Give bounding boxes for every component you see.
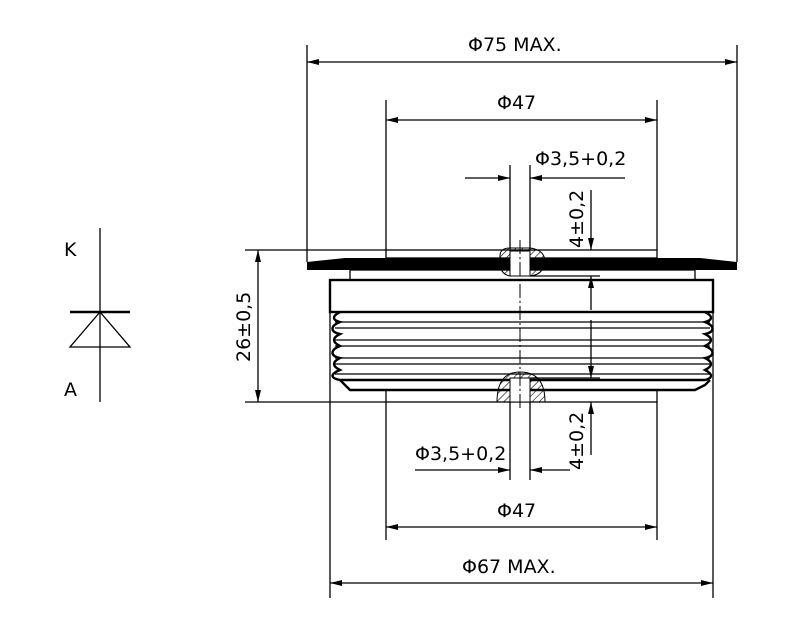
dimension-lines [245, 45, 738, 598]
anode-label: A [64, 379, 77, 401]
cathode-label: K [64, 239, 77, 261]
dim-outer-flange: Φ75 MAX. [468, 34, 562, 56]
dim-top-hole: Φ3,5+0,2 [535, 148, 626, 170]
thyristor-symbol-icon [68, 228, 132, 402]
dim-top-contact: Φ47 [497, 92, 536, 114]
dim-bottom-hole: Φ3,5+0,2 [415, 443, 506, 465]
dim-top-hole-depth: 4±0,2 [566, 190, 588, 248]
dim-height: 26±0,5 [233, 292, 255, 362]
dim-bottom-contact: Φ47 [497, 500, 536, 522]
dim-bottom-hole-depth: 4±0,2 [566, 412, 588, 470]
dim-body-diameter: Φ67 MAX. [462, 556, 556, 578]
device-body [307, 240, 737, 410]
